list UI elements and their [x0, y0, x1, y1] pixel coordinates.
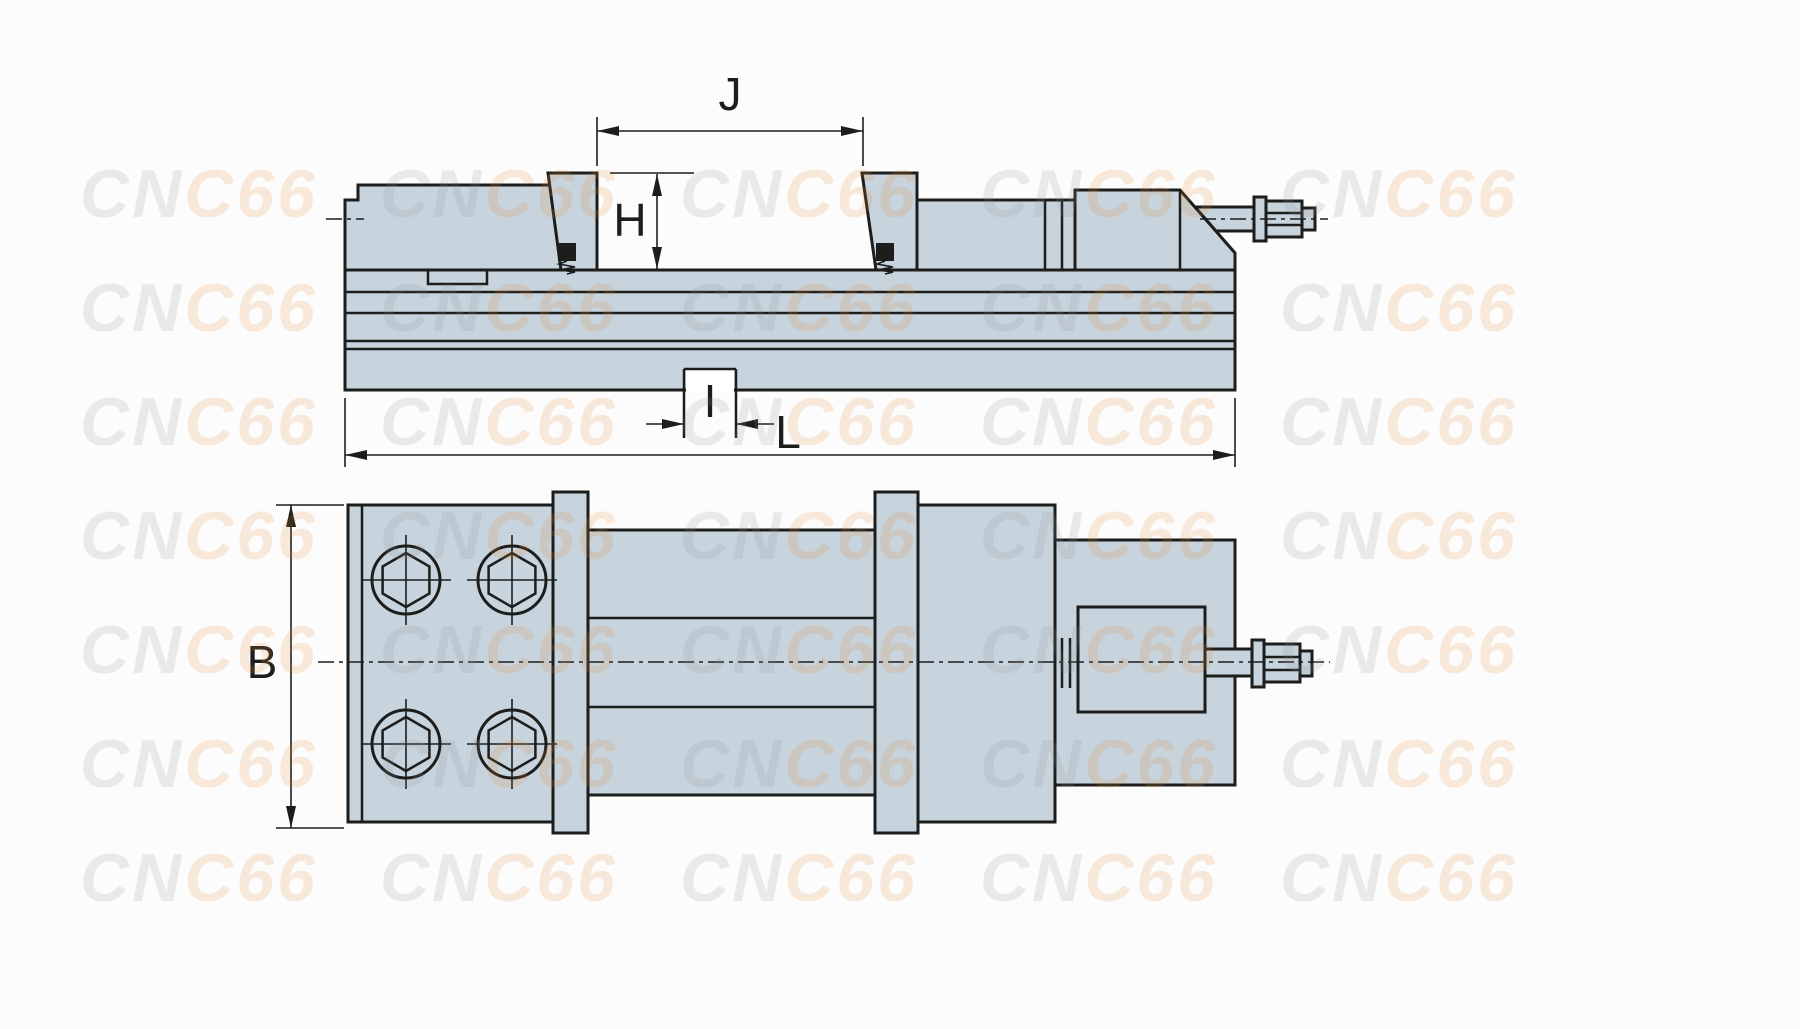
keyway-slot — [686, 369, 734, 392]
bed-step — [426, 270, 489, 286]
side-view — [326, 171, 1328, 392]
arrowhead — [286, 806, 296, 828]
fixed-jaw-block — [346, 503, 555, 824]
arrowhead — [1213, 450, 1235, 460]
arrowhead — [841, 126, 863, 136]
hex-socket-hole — [467, 535, 557, 625]
hex-socket-hole — [361, 699, 451, 789]
side-view-dimensions: J H I L — [344, 68, 1236, 467]
arrowhead — [597, 126, 619, 136]
hex-socket-hole — [361, 535, 451, 625]
plan-view-dimensions: B — [247, 504, 344, 829]
plan-view — [318, 490, 1330, 835]
dim-label-i: I — [704, 375, 717, 427]
arrowhead — [736, 419, 758, 429]
dim-label-j: J — [719, 68, 742, 120]
screw-collar-plan — [1250, 638, 1266, 689]
dim-label-l: L — [775, 406, 801, 458]
fixed-jaw-base — [343, 183, 572, 272]
screw-housing-plan — [1076, 605, 1207, 714]
arrowhead — [286, 505, 296, 527]
screw-hex-nut-plan — [1262, 642, 1302, 684]
arrowhead — [345, 450, 367, 460]
movable-jaw-block — [916, 503, 1057, 824]
spring-icon — [874, 260, 894, 275]
screw-housing — [1073, 188, 1237, 272]
hex-socket-hole — [467, 699, 557, 789]
dim-label-b: B — [247, 636, 278, 688]
arrowhead — [652, 247, 662, 269]
screw-end-stud-plan — [1298, 649, 1314, 678]
vise-bed — [343, 268, 1237, 392]
spring-icon — [556, 260, 576, 275]
arrowhead — [662, 419, 684, 429]
jaw-clamp-block — [558, 243, 576, 261]
jaw-clamp-block — [876, 243, 894, 261]
arrowhead — [652, 174, 662, 196]
slide-carriage — [915, 198, 1077, 272]
dim-label-h: H — [613, 194, 646, 246]
